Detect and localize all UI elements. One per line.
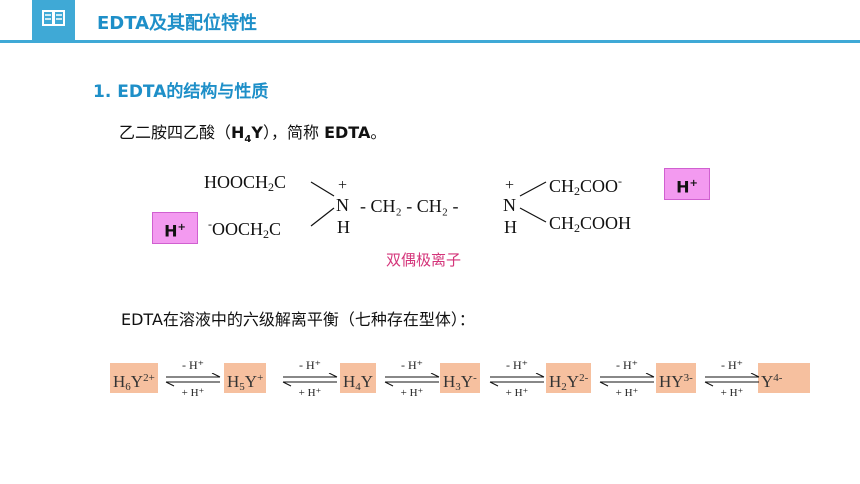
double-arrow-icon bbox=[384, 373, 440, 387]
species-h6y: H6Y2+ bbox=[110, 363, 158, 393]
plus-left: + bbox=[338, 177, 348, 194]
equilibrium-title: EDTA在溶液中的六级解离平衡（七种存在型体）： bbox=[121, 310, 475, 329]
equilibrium-arrow-2: - H⁺ + H⁺ bbox=[281, 358, 339, 400]
n-left: N bbox=[336, 195, 349, 215]
species-h2y: H2Y2- bbox=[546, 363, 592, 393]
structure-bottom-right: CH2COOH bbox=[549, 213, 632, 235]
equilibrium-arrow-3: - H⁺ + H⁺ bbox=[383, 358, 441, 400]
book-icon bbox=[32, 0, 75, 40]
species-hy: HY3- bbox=[656, 363, 696, 393]
species-h4y: H4Y bbox=[340, 363, 377, 393]
equilibrium-arrow-5: - H⁺ + H⁺ bbox=[598, 358, 656, 400]
section-title: 1. EDTA的结构与性质 bbox=[93, 82, 269, 102]
n-right: N bbox=[503, 195, 516, 215]
intro-suffix: ），简称 bbox=[262, 123, 325, 142]
zwitterion-label: 双偶极离子 bbox=[386, 251, 462, 269]
structure-top-right: CH2COO- bbox=[549, 174, 623, 198]
equilibrium-arrow-6: - H⁺ + H⁺ bbox=[703, 358, 761, 400]
double-arrow-icon bbox=[489, 373, 545, 387]
edta-abbr: EDTA bbox=[324, 123, 371, 142]
header-bar: EDTA及其配位特性 bbox=[0, 0, 860, 44]
species-h3y: H3Y- bbox=[440, 363, 480, 393]
structure-bottom-left: -OOCH2C bbox=[208, 217, 282, 241]
double-arrow-icon bbox=[599, 373, 655, 387]
double-arrow-icon bbox=[704, 373, 760, 387]
double-arrow-icon bbox=[282, 373, 338, 387]
plus-right: + bbox=[505, 177, 515, 194]
species-y: Y4- bbox=[758, 363, 810, 393]
h-plus-box-left: H+ bbox=[152, 212, 198, 244]
formula-h: H bbox=[231, 123, 245, 142]
species-h5y: H5Y+ bbox=[224, 363, 267, 393]
header-divider bbox=[0, 40, 860, 43]
structure-chain: - CH₂ - CH₂ - bbox=[360, 196, 459, 216]
structure-top-left: HOOCH2C bbox=[204, 172, 287, 194]
h-plus-box-right: H+ bbox=[664, 168, 710, 200]
intro-text: 乙二胺四乙酸（H4Y），简称 EDTA。 bbox=[119, 119, 386, 145]
h-right: H bbox=[504, 217, 517, 237]
page-title: EDTA及其配位特性 bbox=[97, 13, 258, 34]
double-arrow-icon bbox=[165, 373, 221, 387]
formula-y: Y bbox=[251, 123, 263, 142]
intro-prefix: 乙二胺四乙酸（ bbox=[119, 123, 232, 142]
intro-tail: 。 bbox=[370, 123, 387, 142]
h-left: H bbox=[337, 217, 350, 237]
equilibrium-arrow-1: - H⁺ + H⁺ bbox=[164, 358, 222, 400]
equilibrium-arrow-4: - H⁺ + H⁺ bbox=[488, 358, 546, 400]
formula-sub: 4 bbox=[244, 134, 252, 146]
